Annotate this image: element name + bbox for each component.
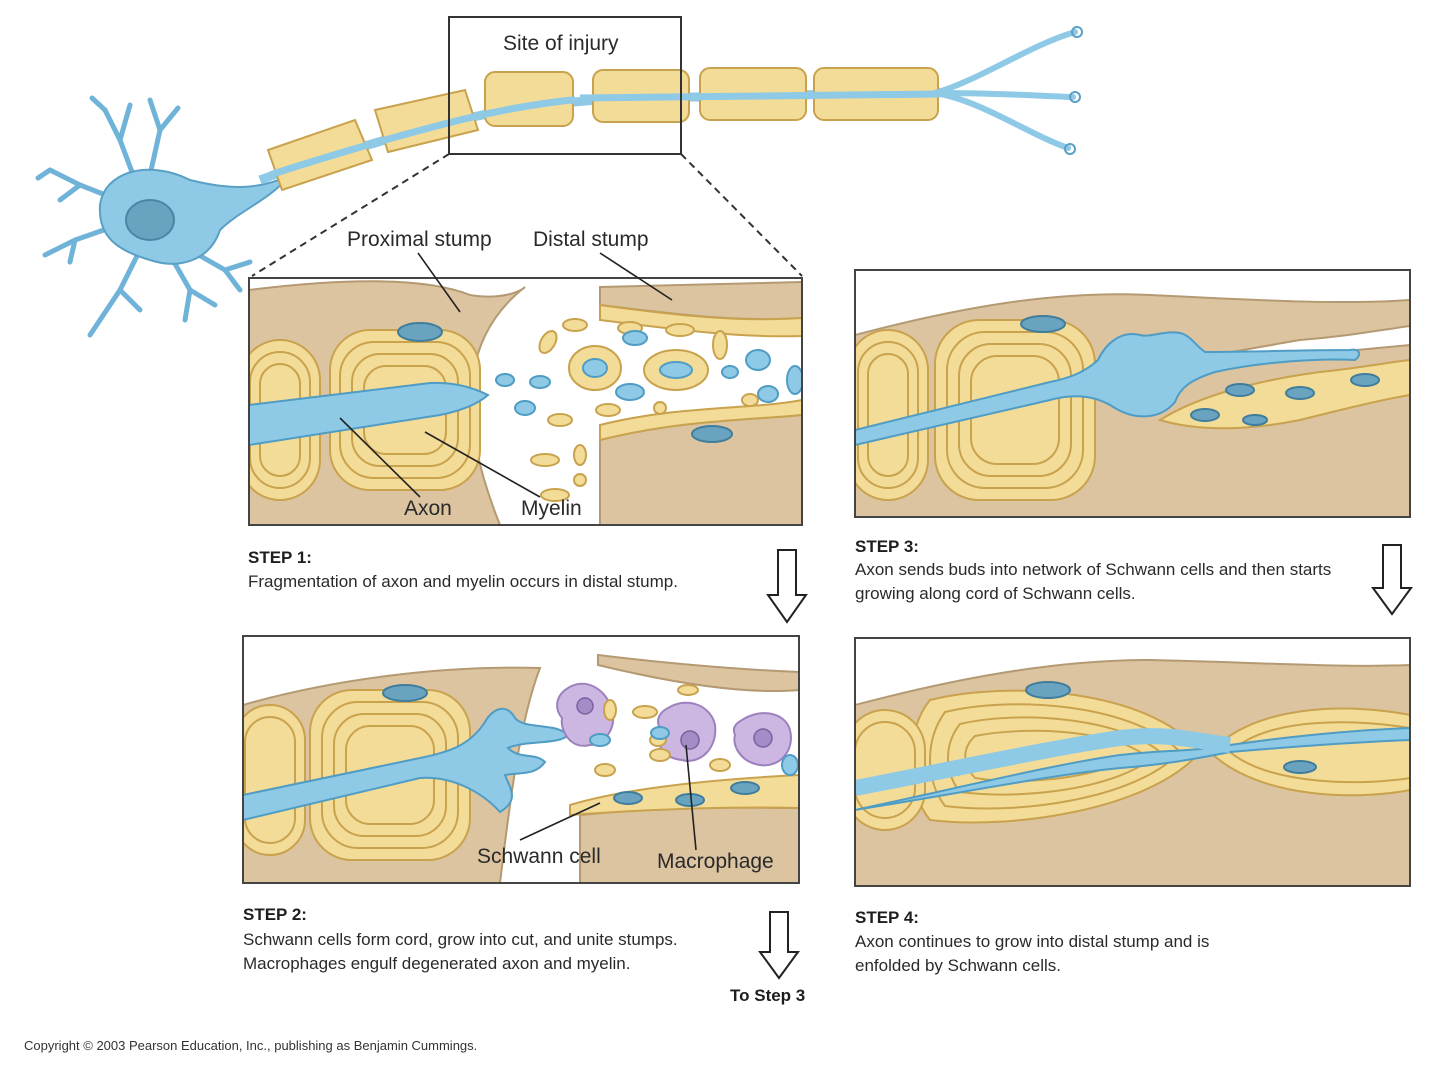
step3-title: STEP 3:: [855, 537, 919, 556]
panel-step2: [242, 635, 800, 884]
step4-title: STEP 4:: [855, 908, 919, 927]
axon-label: Axon: [404, 497, 452, 520]
step1-title: STEP 1:: [248, 548, 312, 567]
neuron: [35, 16, 1083, 338]
axon-fragments: [495, 330, 802, 416]
macrophage-label: Macrophage: [657, 850, 774, 873]
copyright-notice: Copyright © 2003 Pearson Education, Inc.…: [24, 1038, 478, 1053]
arrow-step3-to-4: [1371, 544, 1413, 616]
zoom-line-right: [680, 153, 803, 277]
axon-terminals: [932, 29, 1078, 151]
schwann-cell-label: Schwann cell: [477, 845, 601, 868]
panel-step1: [248, 252, 803, 526]
axon-growth-cone: [855, 331, 1361, 447]
step1-description: Fragmentation of axon and myelin occurs …: [248, 572, 678, 591]
step3-description: Axon sends buds into network of Schwann …: [855, 560, 1332, 603]
proximal-stump-label: Proximal stump: [347, 228, 492, 251]
panel-step4: [854, 637, 1411, 887]
regenerated-axon: [855, 726, 1410, 812]
arrow-step1-to-2: [766, 549, 808, 624]
injury-site-box: [448, 16, 682, 155]
step2-description: Schwann cells form cord, grow into cut, …: [243, 930, 678, 973]
to-step3-label: To Step 3: [730, 986, 806, 1005]
proximal-axon: [249, 381, 490, 447]
myelin-label: Myelin: [521, 497, 582, 520]
step4-description: Axon continues to grow into distal stump…: [855, 932, 1210, 975]
regrowing-axon-tip: [243, 707, 570, 822]
distal-stump-label: Distal stump: [533, 228, 649, 251]
step2-title: STEP 2:: [243, 905, 307, 924]
site-of-injury-label: Site of injury: [503, 32, 619, 55]
zoom-line-left: [251, 153, 450, 277]
cell-nucleus: [125, 199, 175, 241]
panel-step3: [854, 269, 1411, 518]
myelin-segments: [266, 67, 939, 192]
arrow-step2-to-3: [758, 911, 800, 980]
